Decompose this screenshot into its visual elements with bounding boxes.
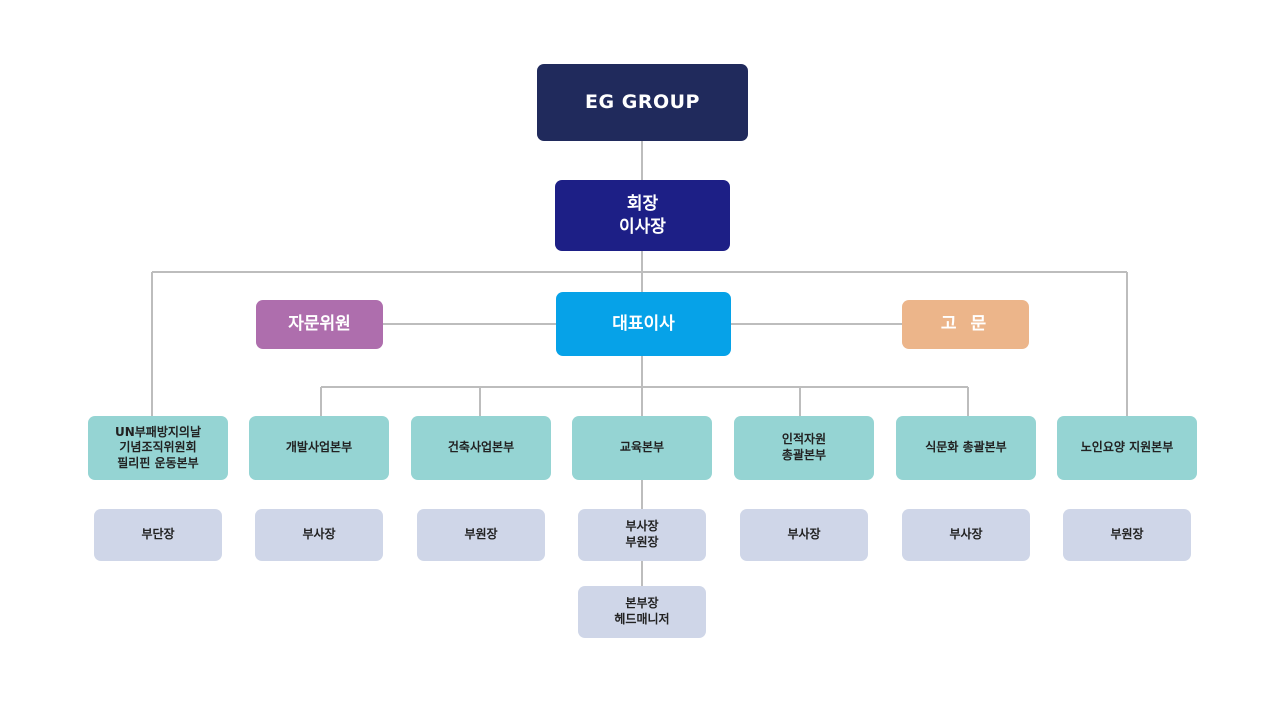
sub-role-un-anticorruption: 부단장 <box>94 509 222 561</box>
consultant-box: 고 문 <box>902 300 1029 349</box>
sub-role-construction: 부원장 <box>417 509 545 561</box>
sub-role-food-culture: 부사장 <box>902 509 1030 561</box>
division-elderly-care: 노인요양 지원본부 <box>1057 416 1197 480</box>
advisory-committee-box: 자문위원 <box>256 300 383 349</box>
division-education: 교육본부 <box>572 416 712 480</box>
division-construction: 건축사업본부 <box>411 416 551 480</box>
division-un-anticorruption: UN부패방지의날 기념조직위원회 필리핀 운동본부 <box>88 416 228 480</box>
division-human-resources: 인적자원 총괄본부 <box>734 416 874 480</box>
sub-role-education-1: 부사장 부원장 <box>578 509 706 561</box>
sub-role-development: 부사장 <box>255 509 383 561</box>
division-development: 개발사업본부 <box>249 416 389 480</box>
org-root-eg-group: EG GROUP <box>537 64 748 141</box>
division-food-culture: 식문화 총괄본부 <box>896 416 1036 480</box>
sub-role-elderly-care: 부원장 <box>1063 509 1191 561</box>
chairman-box: 회장 이사장 <box>555 180 730 251</box>
ceo-box: 대표이사 <box>556 292 731 356</box>
sub-role-education-2: 본부장 헤드매니저 <box>578 586 706 638</box>
sub-role-human-resources: 부사장 <box>740 509 868 561</box>
